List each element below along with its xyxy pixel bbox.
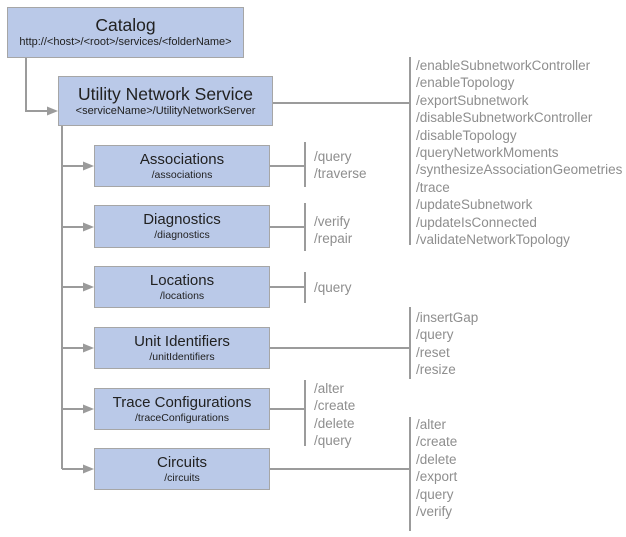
operations-list-diagnostics: /verify/repair bbox=[314, 213, 352, 248]
node-associations-title: Associations bbox=[139, 150, 225, 168]
node-locations-path: /locations bbox=[159, 289, 205, 302]
connector-service-operations bbox=[273, 57, 411, 245]
connector-unit-identifiers-operations bbox=[270, 307, 411, 379]
operation-label: /delete bbox=[314, 415, 355, 431]
connector-catalog-to-service bbox=[25, 58, 58, 116]
operations-list-trace-configurations: /alter/create/delete/query bbox=[314, 380, 355, 450]
operation-label: /query bbox=[314, 433, 352, 449]
node-utility-network-service-path: <serviceName>/UtilityNetworkServer bbox=[75, 104, 256, 117]
operation-label: /reset bbox=[416, 344, 450, 360]
connector-circuits-operations bbox=[270, 417, 411, 531]
operation-label: /query bbox=[416, 327, 454, 343]
connector-trace-configurations-operations bbox=[270, 380, 306, 446]
operations-list-locations: /query bbox=[314, 279, 352, 296]
operation-label: /query bbox=[416, 486, 454, 502]
branch-circuits bbox=[62, 464, 94, 474]
node-circuits: Circuits /circuits bbox=[94, 448, 270, 490]
node-diagnostics: Diagnostics /diagnostics bbox=[94, 205, 270, 248]
node-circuits-title: Circuits bbox=[156, 453, 207, 471]
connector-associations-operations bbox=[270, 142, 306, 187]
operations-list-associations: /query/traverse bbox=[314, 148, 367, 183]
node-associations-path: /associations bbox=[151, 168, 213, 181]
node-catalog-title: Catalog bbox=[95, 15, 156, 36]
operation-label: /resize bbox=[416, 362, 456, 378]
operation-label: /validateNetworkTopology bbox=[416, 232, 570, 248]
operation-label: /queryNetworkMoments bbox=[416, 145, 559, 161]
operation-label: /verify bbox=[314, 214, 351, 229]
node-unit-identifiers: Unit Identifiers /unitIdentifiers bbox=[94, 327, 270, 369]
branch-unit-identifiers bbox=[62, 343, 94, 353]
operation-label: /trace bbox=[416, 179, 450, 195]
operation-label: /alter bbox=[416, 417, 447, 432]
branch-diagnostics bbox=[62, 222, 94, 232]
node-trace-configurations: Trace Configurations /traceConfiguration… bbox=[94, 388, 270, 430]
node-trace-configurations-title: Trace Configurations bbox=[112, 393, 252, 411]
operations-list-utility-network-service: /enableSubnetworkController/enableTopolo… bbox=[416, 57, 622, 248]
node-associations: Associations /associations bbox=[94, 145, 270, 187]
connector-diagnostics-operations bbox=[270, 203, 306, 251]
node-unit-identifiers-title: Unit Identifiers bbox=[134, 332, 230, 350]
operation-label: /exportSubnetwork bbox=[416, 92, 529, 108]
operation-label: /create bbox=[416, 434, 458, 450]
node-utility-network-service-title: Utility Network Service bbox=[77, 83, 254, 104]
branch-associations bbox=[62, 161, 94, 171]
operation-label: /updateIsConnected bbox=[416, 214, 537, 230]
branch-locations bbox=[62, 282, 94, 292]
operation-label: /updateSubnetwork bbox=[416, 197, 533, 213]
operation-label: /insertGap bbox=[416, 310, 479, 325]
node-catalog-url: http://<host>/<root>/services/<folderNam… bbox=[19, 36, 232, 49]
node-diagnostics-title: Diagnostics bbox=[143, 211, 221, 229]
operation-label: /enableTopology bbox=[416, 75, 515, 91]
node-utility-network-service: Utility Network Service <serviceName>/Ut… bbox=[58, 76, 273, 126]
operation-label: /delete bbox=[416, 451, 457, 467]
operation-label: /query bbox=[314, 149, 352, 164]
operations-list-circuits: /alter/create/delete/export/query/verify bbox=[416, 416, 457, 520]
operation-label: /enableSubnetworkController bbox=[416, 58, 591, 73]
operation-label: /query bbox=[314, 280, 352, 295]
operation-label: /repair bbox=[314, 231, 353, 247]
node-circuits-path: /circuits bbox=[164, 471, 200, 484]
operation-label: /disableTopology bbox=[416, 127, 517, 143]
node-locations: Locations /locations bbox=[94, 266, 270, 308]
node-locations-title: Locations bbox=[149, 271, 215, 289]
operation-label: /create bbox=[314, 398, 356, 414]
node-diagnostics-path: /diagnostics bbox=[154, 229, 210, 242]
node-unit-identifiers-path: /unitIdentifiers bbox=[149, 350, 215, 363]
connector-locations-operations bbox=[270, 272, 306, 303]
operation-label: /alter bbox=[314, 381, 345, 396]
branch-trace-configurations bbox=[62, 404, 94, 414]
operation-label: /disableSubnetworkController bbox=[416, 110, 593, 126]
operation-label: /traverse bbox=[314, 166, 367, 182]
node-trace-configurations-path: /traceConfigurations bbox=[135, 411, 229, 424]
operation-label: /export bbox=[416, 469, 458, 485]
operation-label: /synthesizeAssociationGeometries bbox=[416, 162, 623, 178]
operation-label: /verify bbox=[416, 504, 453, 520]
operations-list-unit-identifiers: /insertGap/query/reset/resize bbox=[416, 309, 478, 379]
node-catalog: Catalog http://<host>/<root>/services/<f… bbox=[7, 7, 244, 58]
